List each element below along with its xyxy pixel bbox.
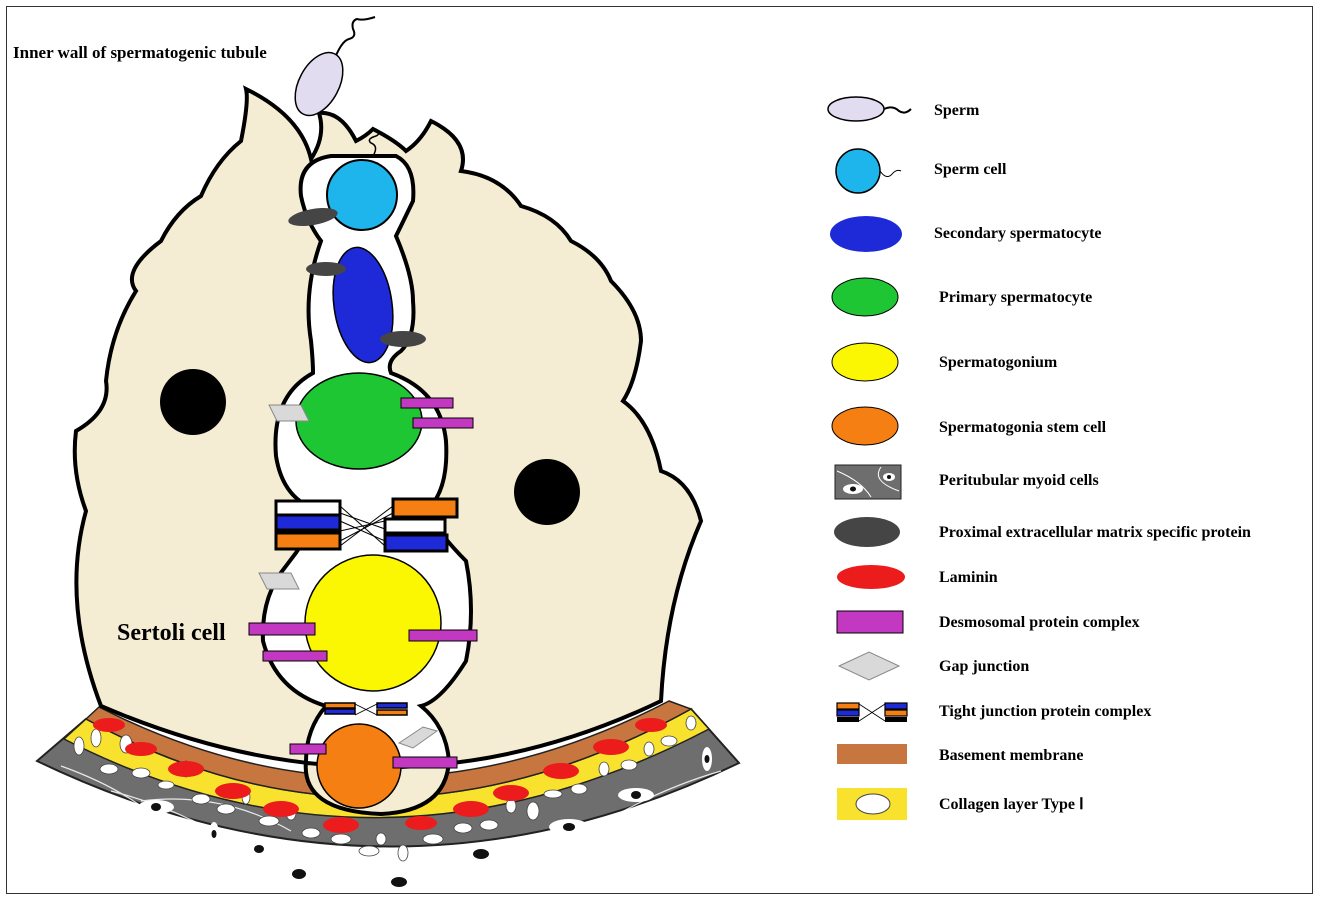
legend-label: Primary spermatocyte (939, 289, 1092, 306)
legend-label: Sperm (934, 102, 980, 119)
legend-label: Gap junction (939, 658, 1029, 675)
legend-item-collagen: Collagen layer Type Ⅰ (837, 788, 1084, 820)
orange-ellipse-icon (832, 407, 898, 445)
legend-label: Basement membrane (939, 747, 1083, 764)
red-ellipse-icon (837, 565, 905, 589)
legend-item-sperm: Sperm (828, 97, 980, 121)
legend-item-primary-spermatocyte: Primary spermatocyte (832, 278, 1092, 316)
legend-label: Collagen layer Type Ⅰ (939, 796, 1084, 813)
legend-item-tight-junction: Tight junction protein complex (837, 703, 1151, 722)
legend-item-gap-junction: Gap junction (839, 652, 1029, 680)
sertoli-cell-label: Sertoli cell (117, 620, 226, 646)
magenta-rectangle-icon (837, 611, 903, 633)
tight-junction-icon (837, 703, 907, 722)
diagram-title: Inner wall of spermatogenic tubule (13, 43, 267, 62)
spermatogonium (305, 555, 441, 691)
sperm-icon (828, 97, 911, 121)
legend-item-spermatogonium: Spermatogonium (832, 343, 1058, 381)
gray-rhombus-icon (839, 652, 899, 680)
free-sperm (285, 17, 375, 123)
legend-item-spermatogonia-stem-cell: Spermatogonia stem cell (832, 407, 1107, 445)
legend-item-secondary-spermatocyte: Secondary spermatocyte (830, 216, 1102, 252)
myoid-cell-icon (835, 465, 901, 499)
legend-item-basement-membrane: Basement membrane (837, 744, 1083, 764)
sertoli-nucleus-right (514, 459, 580, 525)
legend-label: Secondary spermatocyte (934, 225, 1102, 242)
tight-junction-complex-small (325, 703, 407, 715)
secondary-spermatocyte (326, 244, 400, 367)
legend-item-laminin: Laminin (837, 565, 998, 589)
primary-spermatocyte (296, 373, 422, 469)
dark-ellipse-icon (834, 517, 900, 547)
blue-ellipse-icon (830, 216, 902, 252)
brown-bar-icon (837, 744, 907, 764)
legend-label: Spermatogonium (939, 354, 1058, 371)
legend-label: Sperm cell (934, 161, 1007, 178)
legend: Sperm Sperm cell Secondary spermatocyte … (828, 97, 1251, 820)
green-ellipse-icon (832, 278, 898, 316)
legend-label: Laminin (939, 569, 998, 586)
collagen-icon (837, 788, 907, 820)
legend-item-peritubular-myoid-cells: Peritubular myoid cells (835, 465, 1099, 499)
legend-item-ecm-protein: Proximal extracellular matrix specific p… (834, 517, 1251, 547)
legend-item-desmosomal: Desmosomal protein complex (837, 611, 1140, 633)
legend-item-sperm-cell: Sperm cell (836, 149, 1007, 193)
sperm-cell-icon (836, 149, 901, 193)
sertoli-nucleus-left (160, 369, 226, 435)
yellow-ellipse-icon (832, 343, 898, 381)
tight-junction-complex (276, 499, 457, 551)
sperm-cell (327, 160, 397, 230)
legend-label: Spermatogonia stem cell (939, 419, 1107, 436)
legend-label: Peritubular myoid cells (939, 472, 1099, 489)
legend-label: Tight junction protein complex (939, 703, 1151, 720)
spermatogonia-stem-cell (317, 724, 401, 808)
legend-label: Proximal extracellular matrix specific p… (939, 524, 1251, 541)
legend-label: Desmosomal protein complex (939, 614, 1140, 631)
figure-frame: Inner wall of spermatogenic tubule Serto… (6, 6, 1313, 894)
tubule-diagram: Inner wall of spermatogenic tubule Serto… (7, 7, 1314, 895)
